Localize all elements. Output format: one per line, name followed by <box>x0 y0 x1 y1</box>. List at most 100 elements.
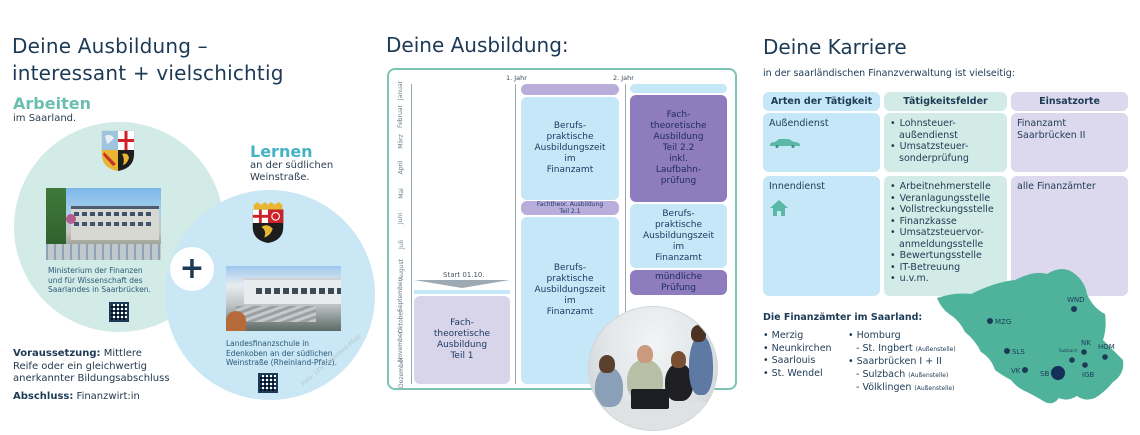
block-praxis-1: Berufs- praktische Ausbildungszeit im Fi… <box>521 97 619 200</box>
lernen-subheading-line: an der südlichen <box>250 160 334 171</box>
photo-person-head <box>691 325 706 342</box>
month-label: Juni <box>397 213 405 225</box>
header-taetigkeitsfelder: Tätigkeitsfelder <box>884 92 1007 111</box>
field-item: Umsatzsteuer-sonderprüfung <box>890 141 1001 164</box>
map-label-sb: SB <box>1040 370 1049 378</box>
month-label: November <box>397 331 405 363</box>
year2-divider <box>625 84 626 384</box>
arbeiten-subheading: im Saarland. <box>13 113 77 124</box>
field-item: IT-Betreuung <box>890 262 1001 274</box>
field-item: Umsatzsteuervor-anmeldungsstelle <box>890 227 1001 250</box>
map-dot-nk <box>1081 349 1087 355</box>
year1-divider <box>515 84 516 384</box>
finanzamt-item: Homburg <box>848 330 956 343</box>
photo-person <box>689 335 713 395</box>
photo-person-head <box>671 351 686 368</box>
lernen-heading: Lernen <box>250 142 313 161</box>
saarland-coat-of-arms-icon <box>101 130 135 172</box>
type-label: Innendienst <box>769 181 825 192</box>
start-label: Start 01.10. <box>443 271 485 279</box>
location-line: alle Finanzämter <box>1017 181 1096 192</box>
landesfinanzschule-caption-line: Edenkoben an der südlichen <box>226 348 333 358</box>
map-label-mzg: MZG <box>995 318 1011 326</box>
finanzamt-item: Saarlouis <box>763 355 832 368</box>
landesfinanzschule-qr-code[interactable] <box>258 373 278 393</box>
field-item: Veranlagungsstelle <box>890 193 1001 205</box>
finanzamt-subitem: - Völklingen (Außenstelle) <box>856 382 955 393</box>
ministerium-qr-code[interactable] <box>109 302 129 322</box>
requirement-line: anerkannter Bildungsabschluss <box>13 373 170 384</box>
cell-fields-innendienst: Arbeitnehmerstelle Veranlagungsstelle Vo… <box>884 176 1007 296</box>
field-item: Lohnsteuer-außendienst <box>890 118 1001 141</box>
year-1-label: 1. Jahr <box>506 74 527 82</box>
location-line: Saarbrücken II <box>1017 129 1086 141</box>
photo-person-head <box>599 355 615 373</box>
middle-title: Deine Ausbildung: <box>386 33 569 57</box>
finanzaemter-list-2: Homburg - St. Ingbert (Außenstelle) Saar… <box>848 330 956 396</box>
header-arten: Arten der Tätigkeit <box>763 92 880 111</box>
landesfinanzschule-caption-line: Landesfinanzschule in <box>226 339 310 348</box>
month-label: Juli <box>397 239 405 249</box>
requirement-line: Mittlere <box>100 348 142 359</box>
field-item: Vollstreckungsstelle <box>890 204 1001 216</box>
finanzaemter-list-1: Merzig Neunkirchen Saarlouis St. Wendel <box>763 330 832 380</box>
month-label: Januar <box>397 81 405 101</box>
left-title-line2: interessant + vielschichtig <box>12 61 284 85</box>
field-item: Finanzkasse <box>890 216 1001 228</box>
map-dot-mzg <box>987 318 993 324</box>
cell-location-aussendienst: Finanzamt Saarbrücken II <box>1011 113 1128 172</box>
landesfinanzschule-caption: Landesfinanzschule in Edenkoben an der s… <box>226 339 337 368</box>
car-icon <box>770 138 800 148</box>
lernen-subheading-line: Weinstraße. <box>250 172 310 183</box>
month-label: Mai <box>397 187 405 199</box>
ministerium-photo <box>46 188 161 260</box>
map-dot-sulzbach <box>1069 357 1075 363</box>
requirement-line: Reife oder ein gleichwertig <box>13 360 148 372</box>
month-label: März <box>397 134 405 150</box>
photo-person <box>665 363 693 401</box>
finanzaemter-title: Die Finanzämter im Saarland: <box>763 312 923 323</box>
right-title: Deine Karriere <box>763 35 907 59</box>
month-label: Dezember <box>397 356 405 388</box>
left-title-line1: Deine Ausbildung – <box>12 34 208 58</box>
ministerium-caption-line: und für Wissenschaft des <box>48 275 143 285</box>
ministerium-caption: Ministerium der Finanzen und für Wissens… <box>48 266 151 295</box>
degree-value: Finanzwirt:in <box>73 391 140 402</box>
map-label-sulzbach: Sulzbach <box>1059 348 1077 353</box>
map-dot-vk <box>1022 367 1028 373</box>
map-label-wnd: WND <box>1067 296 1085 304</box>
map-label-sls: SLS <box>1012 348 1025 356</box>
map-label-hom: HOM <box>1098 343 1115 351</box>
header-einsatzorte: Einsatzorte <box>1011 92 1128 111</box>
map-dot-wnd <box>1071 306 1077 312</box>
degree-label: Abschluss: <box>13 391 74 402</box>
house-icon <box>770 199 788 216</box>
block-fachtheorie-teil22: Fach- theoretische Ausbildung Teil 2.2 i… <box>630 95 727 202</box>
block-fachtheorie-teil1: Fach- theoretische Ausbildung Teil 1 <box>414 296 510 384</box>
requirement-label: Voraussetzung: <box>13 348 101 359</box>
photo-laptop <box>631 389 669 409</box>
arbeiten-heading: Arbeiten <box>13 94 91 113</box>
start-bar <box>414 290 510 294</box>
field-item: Arbeitnehmerstelle <box>890 181 1001 193</box>
cell-type-aussendienst: Außendienst <box>763 113 880 172</box>
cell-fields-aussendienst: Lohnsteuer-außendienst Umsatzsteuer-sond… <box>884 113 1007 172</box>
block-year1-january <box>521 84 619 95</box>
field-item: Bewertungsstelle <box>890 250 1001 262</box>
block-year2-january <box>630 84 727 93</box>
finanzamt-subitem: - St. Ingbert (Außenstelle) <box>856 342 956 354</box>
field-item: u.v.m. <box>890 273 1001 285</box>
finanzamt-subitem: - Sulzbach (Außenstelle) <box>856 368 949 380</box>
left-title: Deine Ausbildung – interessant + vielsch… <box>12 33 284 87</box>
group-photo <box>588 306 718 431</box>
landesfinanzschule-caption-line: Weinstraße (Rheinland-Pfalz). <box>226 358 338 367</box>
month-axis: Januar Februar März April Mai Juni Juli … <box>391 78 411 388</box>
right-subtitle: in der saarländischen Finanzverwaltung i… <box>763 68 1016 79</box>
map-dot-hom <box>1102 354 1108 360</box>
finanzamt-item: St. Wendel <box>763 368 832 381</box>
year-2-label: 2. Jahr <box>613 74 634 82</box>
map-dot-sls <box>1004 348 1010 354</box>
cell-type-innendienst: Innendienst <box>763 176 880 296</box>
axis-divider <box>411 84 412 384</box>
ministerium-caption-line: Saarlandes in Saarbrücken. <box>48 285 151 294</box>
